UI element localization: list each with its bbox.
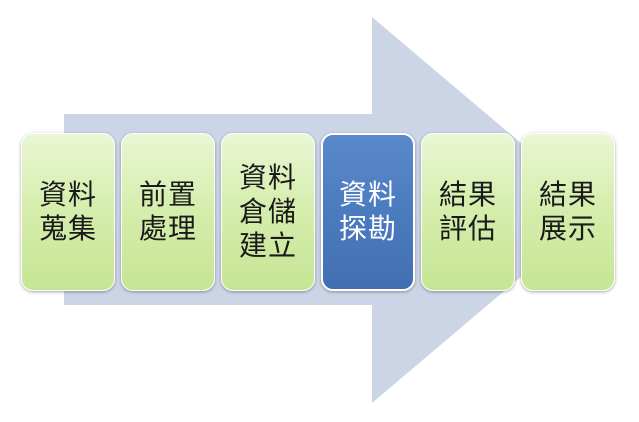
step-label: 結果 評估 bbox=[438, 178, 497, 245]
step-label: 前置 處理 bbox=[138, 178, 197, 245]
step-preprocessing: 前置 處理 bbox=[121, 133, 215, 291]
step-result-presentation: 結果 展示 bbox=[521, 133, 615, 291]
step-label: 結果 展示 bbox=[538, 178, 597, 245]
step-data-warehouse: 資料 倉儲 建立 bbox=[221, 133, 315, 291]
step-data-collection: 資料 蒐集 bbox=[21, 133, 115, 291]
step-data-mining: 資料 探勘 bbox=[321, 133, 415, 291]
step-label: 資料 探勘 bbox=[338, 178, 397, 245]
step-label: 資料 蒐集 bbox=[38, 178, 97, 245]
step-label: 資料 倉儲 建立 bbox=[238, 161, 297, 262]
step-result-evaluation: 結果 評估 bbox=[421, 133, 515, 291]
